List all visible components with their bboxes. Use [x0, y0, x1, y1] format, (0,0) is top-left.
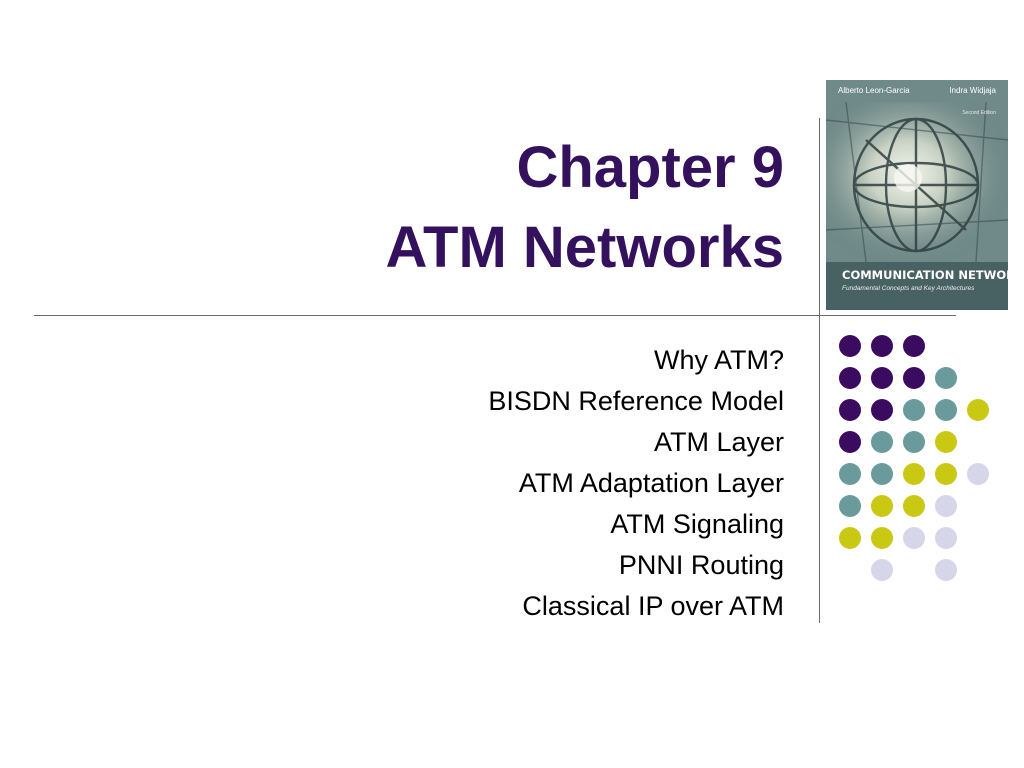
decorative-dot	[871, 527, 893, 549]
decorative-dot	[935, 495, 957, 517]
decorative-dot	[839, 495, 861, 517]
decorative-dot	[871, 559, 893, 581]
decorative-dot	[935, 463, 957, 485]
decorative-dot	[935, 431, 957, 453]
decorative-dot	[871, 431, 893, 453]
vertical-divider	[819, 118, 820, 623]
horizontal-divider	[34, 315, 956, 316]
decorative-dot	[839, 527, 861, 549]
slide-title: Chapter 9 ATM Networks	[84, 128, 784, 288]
book-subtitle: Fundamental Concepts and Key Architectur…	[842, 285, 975, 292]
decorative-dot	[839, 399, 861, 421]
decorative-dot	[903, 335, 925, 357]
decorative-dot	[903, 463, 925, 485]
book-title-band	[826, 262, 1008, 310]
decorative-dot	[903, 527, 925, 549]
decorative-dot	[839, 367, 861, 389]
decorative-dot	[935, 399, 957, 421]
decorative-dot	[903, 399, 925, 421]
decorative-dot	[871, 335, 893, 357]
book-author-right: Indra Widjaja	[949, 86, 996, 95]
book-cover-image: Alberto Leon-Garcia Indra Widjaja Second…	[826, 80, 1008, 310]
decorative-dot	[935, 527, 957, 549]
topic-list: Why ATM? BISDN Reference Model ATM Layer…	[224, 340, 784, 627]
book-edition: Second Edition	[962, 110, 996, 116]
title-line-2: ATM Networks	[385, 215, 784, 280]
decorative-dot	[839, 431, 861, 453]
topic-item: BISDN Reference Model	[488, 386, 784, 416]
topic-item: Classical IP over ATM	[522, 591, 784, 621]
decorative-dot	[871, 399, 893, 421]
decorative-dot	[903, 367, 925, 389]
decorative-dot	[903, 495, 925, 517]
book-author-left: Alberto Leon-Garcia	[838, 86, 910, 95]
decorative-dot	[871, 495, 893, 517]
topic-item: Why ATM?	[653, 345, 784, 375]
decorative-dot	[871, 367, 893, 389]
topic-item: ATM Signaling	[610, 509, 784, 539]
title-line-1: Chapter 9	[516, 135, 784, 200]
decorative-dot	[967, 399, 989, 421]
decorative-dot	[871, 463, 893, 485]
topic-item: ATM Layer	[653, 427, 784, 457]
decorative-dot	[935, 559, 957, 581]
decorative-dot	[967, 463, 989, 485]
decorative-dot	[935, 367, 957, 389]
topic-item: PNNI Routing	[618, 550, 784, 580]
topic-item: ATM Adaptation Layer	[518, 468, 784, 498]
decorative-dot	[839, 463, 861, 485]
book-title: COMMUNICATION NETWORKS	[842, 268, 1008, 282]
decorative-dot	[903, 431, 925, 453]
decorative-dot	[839, 335, 861, 357]
